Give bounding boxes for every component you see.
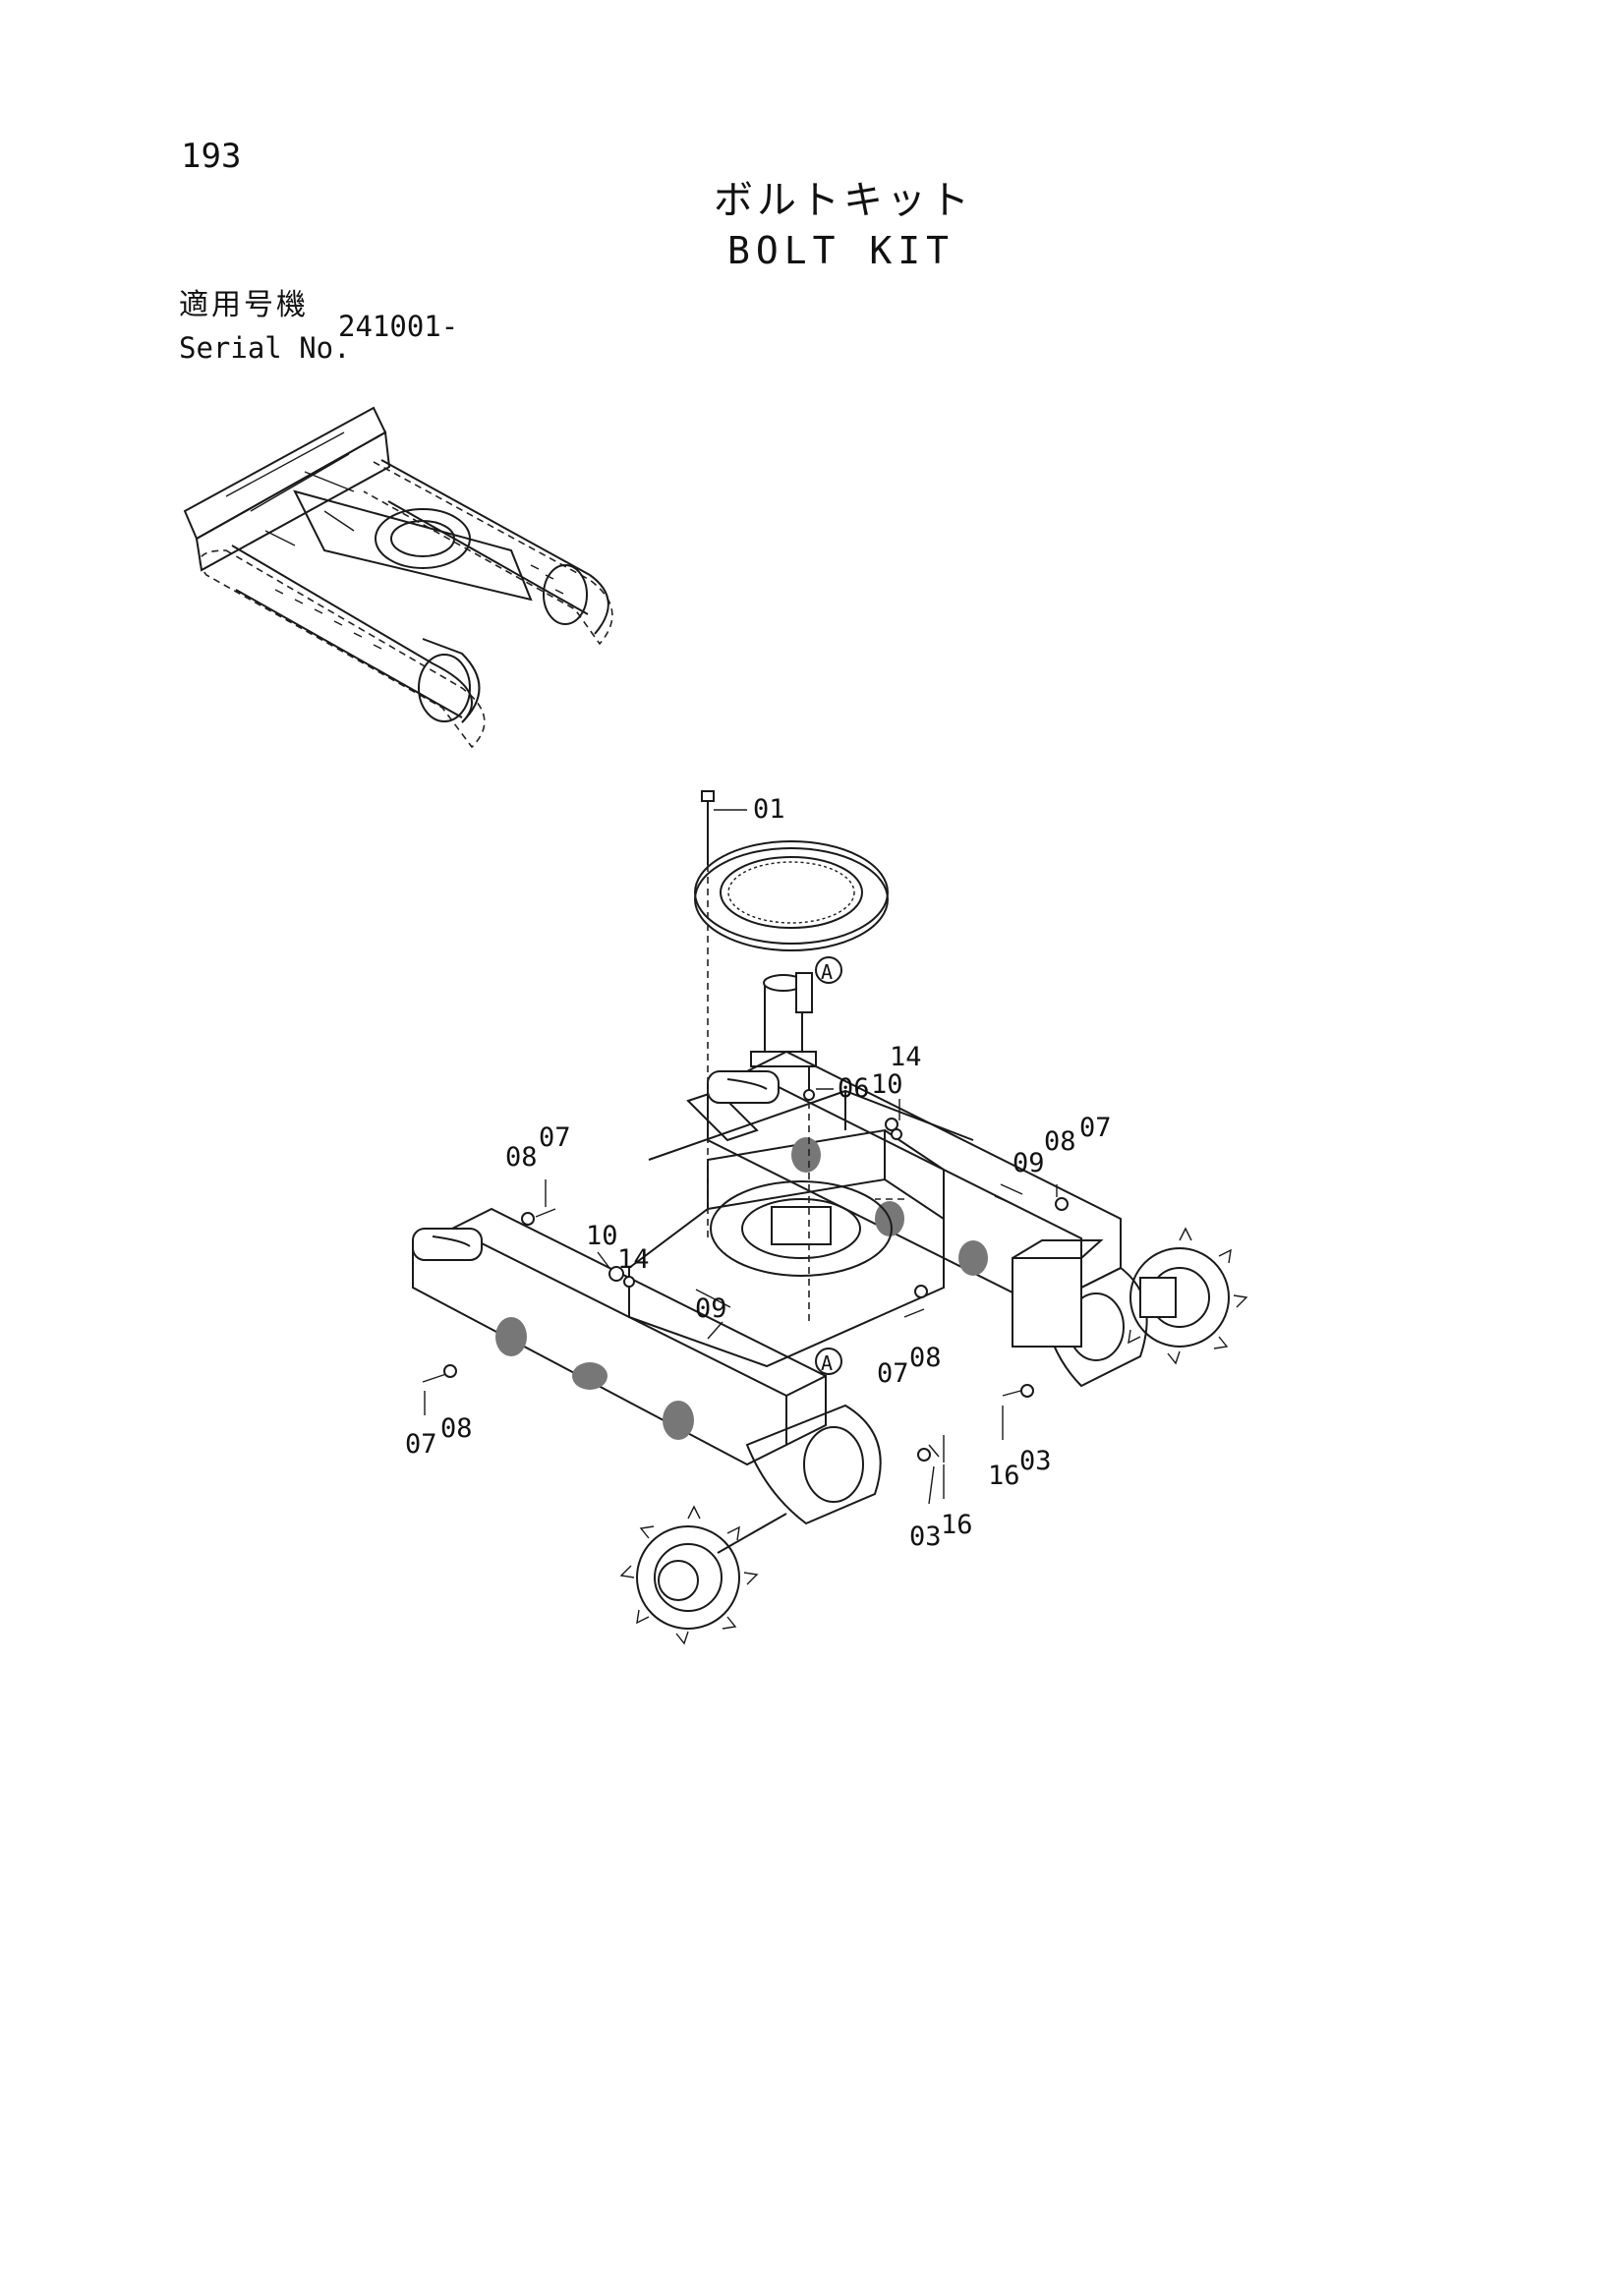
callout-09: 09 xyxy=(1012,1148,1045,1178)
callout-01: 01 xyxy=(753,794,785,825)
sprocket-right-illustration xyxy=(1128,1227,1248,1365)
callout-16: 16 xyxy=(941,1510,973,1540)
callout-08: 08 xyxy=(909,1343,942,1373)
callout-03: 03 xyxy=(909,1521,942,1552)
callout-07: 07 xyxy=(539,1122,571,1153)
undercarriage-overview-illustration xyxy=(183,406,613,749)
callout-10: 10 xyxy=(586,1221,618,1251)
callout-03: 03 xyxy=(1019,1446,1052,1476)
swing-bearing-illustration xyxy=(694,840,889,951)
callout-08: 08 xyxy=(505,1142,538,1173)
reference-marker-a: A xyxy=(821,1351,833,1375)
callout-06: 06 xyxy=(838,1073,870,1104)
page-title-japanese: ボルトキット xyxy=(714,178,973,223)
callout-07: 07 xyxy=(1079,1113,1112,1143)
callout-07: 07 xyxy=(877,1358,909,1389)
serial-number-range: 241001- xyxy=(338,310,459,343)
serial-label-english: Serial No. xyxy=(179,331,351,365)
reference-marker-a: A xyxy=(821,960,833,984)
serial-label-japanese: 適用号機 xyxy=(179,288,309,322)
track-frame-illustration xyxy=(412,790,1248,1645)
callout-08: 08 xyxy=(1044,1126,1076,1157)
callout-09: 09 xyxy=(695,1293,727,1324)
callout-16: 16 xyxy=(988,1461,1020,1491)
callout-14: 14 xyxy=(617,1244,650,1275)
callout-10: 10 xyxy=(871,1069,903,1100)
center-joint-illustration xyxy=(750,972,817,1067)
page-title-english: BOLT KIT xyxy=(727,229,955,272)
callout-07: 07 xyxy=(405,1429,437,1460)
callout-14: 14 xyxy=(890,1042,922,1072)
callout-08: 08 xyxy=(440,1413,473,1444)
page-number: 193 xyxy=(181,137,242,176)
sprocket-left-illustration xyxy=(619,1505,787,1645)
